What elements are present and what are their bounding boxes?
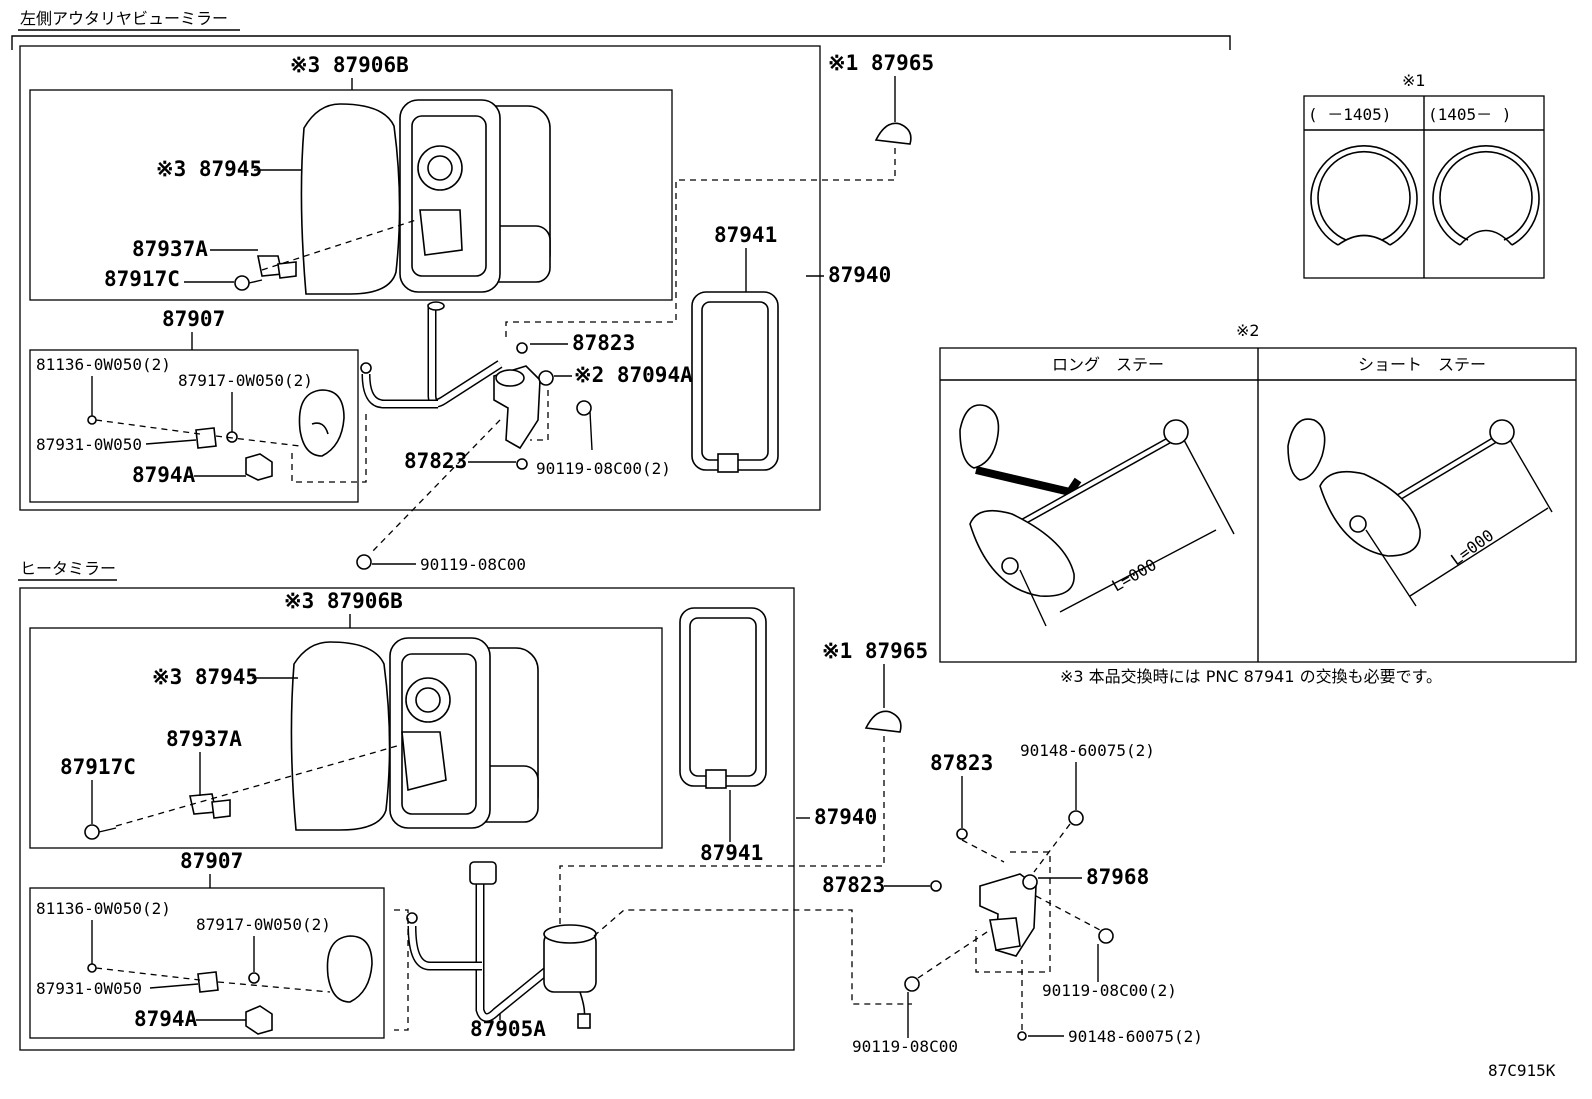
label-90119-2-top: 90119-08C00(2) [536,459,671,478]
top-mount-87094A [493,342,593,470]
top-inner-box [29,89,673,301]
label-87968-bottom: 87968 [1086,865,1149,889]
ring-late [1432,145,1540,246]
top-rim-87941 [691,291,779,473]
label-87945-top: ※3 87945 [156,157,262,181]
label-90119-bottom: 90119-08C00 [852,1037,958,1056]
note-2-col-short: ショート ステー [1358,355,1486,374]
note-1-col1: ( －1405) [1308,105,1391,124]
label-87941-bottom: 87941 [700,841,763,865]
bottom-bracket-87968 [904,810,1114,1041]
top-outer-box [19,45,821,511]
top-stay-arm [360,301,503,409]
label-87937A-bottom: 87937A [166,727,242,751]
label-8794A-top: 8794A [132,463,196,487]
label-87917C-top: 87917C [104,267,180,291]
long-stay-dimension: L=000 [1109,555,1160,596]
short-stay-dimension: L=000 [1447,526,1497,570]
section-title-heater-mirror: ヒータミラー [20,559,116,578]
label-87917-0W050-top: 87917-0W050(2) [178,371,313,390]
bottom-screw-87917C [84,824,117,840]
section-title-outer-mirror: 左側アウタリヤビューミラー [20,9,228,28]
figure-code: 87C915K [1488,1061,1556,1080]
bottom-inner-box [29,627,663,849]
bottom-small-mirror-8794A [87,935,373,1035]
label-87823-upper-top: 87823 [572,331,635,355]
label-87906B-top: ※3 87906B [290,53,409,77]
label-87823-lower-bottom: 87823 [822,873,885,897]
top-assembly: ※3 87906B ※3 87945 87937A 87917C 87907 8… [19,45,934,574]
note-3-text: ※3 本品交換時には PNC 87941 の交換も必要です。 [1060,667,1442,686]
note-2-title: ※2 [1236,321,1260,340]
label-87945-bottom: ※3 87945 [152,665,258,689]
label-87931-bottom: 87931-0W050 [36,979,142,998]
note-2-panel: ※2 ロング ステー ショート ステー L=000 [939,321,1577,663]
label-87931-top: 87931-0W050 [36,435,142,454]
bottom-heater-motor [543,924,597,1029]
label-87917C-bottom: 87917C [60,755,136,779]
label-87965-bottom: ※1 87965 [822,639,928,663]
label-90119-2-bottom: 90119-08C00(2) [1042,981,1177,1000]
label-87905A-bottom: 87905A [470,1017,546,1041]
long-stay-illustration: L=000 [959,404,1235,627]
label-81136-top: 81136-0W050(2) [36,355,171,374]
bottom-sub-box [29,887,385,1039]
label-87907-top: 87907 [162,307,225,331]
bottom-assembly: ※3 87906B ※3 87945 87937A 87917C 87907 8… [19,587,1203,1056]
label-87940-bottom: 87940 [814,805,877,829]
note-1-panel: ※1 ( －1405) (1405－ ) [1303,71,1545,279]
label-87823-upper-bottom: 87823 [930,751,993,775]
ring-early [1310,145,1418,246]
note-1-title: ※1 [1402,71,1426,90]
bottom-bracket-87937A [189,793,231,819]
label-87917-0W050-bottom: 87917-0W050(2) [196,915,331,934]
top-screw-87917C [234,275,263,291]
note-1-col2: (1405－ ) [1428,105,1511,124]
label-87937A-top: 87937A [132,237,208,261]
short-stay-illustration: L=000 [1287,418,1553,607]
note-2-col-long: ロング ステー [1052,355,1164,374]
label-87823-lower-top: 87823 [404,449,467,473]
top-sub-box [29,349,359,503]
top-small-mirror-8794A [87,389,345,481]
bottom-rim-87941 [679,607,767,789]
label-81136-bottom: 81136-0W050(2) [36,899,171,918]
label-90148-lower-bottom: 90148-60075(2) [1068,1027,1203,1046]
label-87940-top: 87940 [828,263,891,287]
section-bracket [11,35,1231,50]
label-87907-bottom: 87907 [180,849,243,873]
bottom-stay-arm [406,861,563,1022]
top-cap-87965 [874,122,912,145]
label-87906B-bottom: ※3 87906B [284,589,403,613]
bottom-outer-box [19,587,795,1051]
label-87094A-top: ※2 87094A [574,363,693,387]
top-mirror-head [300,99,551,295]
top-bracket-87937A [257,255,297,279]
top-bolt-90119-08C00 [356,554,372,570]
label-90119-top: 90119-08C00 [420,555,526,574]
label-87965-top: ※1 87965 [828,51,934,75]
label-8794A-bottom: 8794A [134,1007,198,1031]
label-90148-upper-bottom: 90148-60075(2) [1020,741,1155,760]
label-87941-top: 87941 [714,223,777,247]
bottom-mirror-head [290,637,539,831]
bottom-cap-87965 [864,710,902,733]
